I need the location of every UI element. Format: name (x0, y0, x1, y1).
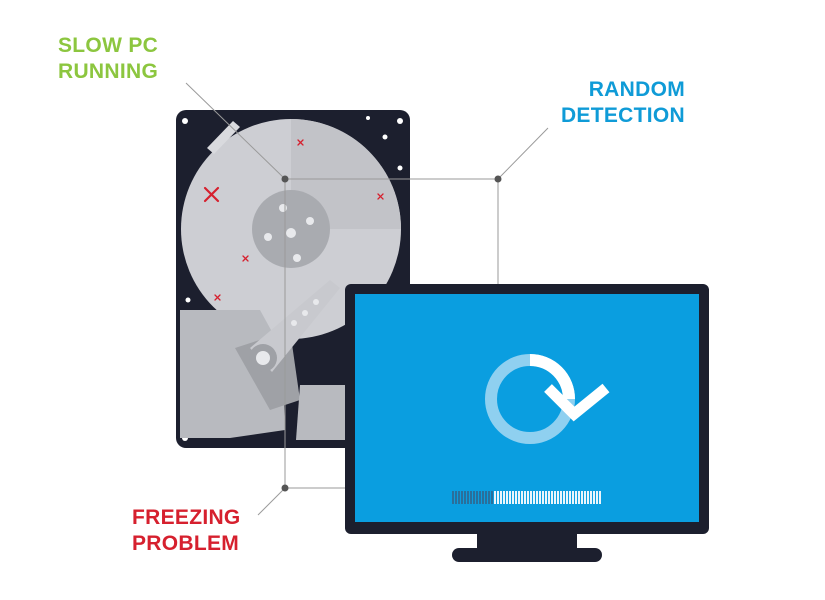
progress-segment-empty (590, 491, 592, 504)
progress-segment-filled (470, 491, 472, 504)
progress-segment-empty (500, 491, 502, 504)
magnet-top (207, 121, 240, 154)
progress-segment-filled (479, 491, 481, 504)
monitor-stand-base (452, 548, 602, 562)
slow-pc-line1: SLOW PC (58, 34, 159, 57)
progress-segment-empty (569, 491, 571, 504)
progress-segment-empty (578, 491, 580, 504)
progress-segment-empty (596, 491, 598, 504)
progress-segment-empty (521, 491, 523, 504)
progress-segment-empty (542, 491, 544, 504)
progress-segment-empty (539, 491, 541, 504)
progress-segment-empty (581, 491, 583, 504)
progress-segment-empty (527, 491, 529, 504)
random-detection-line2: DETECTION (560, 104, 685, 127)
progress-segment-empty (599, 491, 601, 504)
progress-segment-empty (503, 491, 505, 504)
progress-segment-filled (461, 491, 463, 504)
progress-segment-filled (452, 491, 454, 504)
progress-segment-empty (566, 491, 568, 504)
progress-segment-filled (476, 491, 478, 504)
slow-pc-running-label: SLOW PC RUNNING (58, 33, 158, 85)
progress-segment-empty (587, 491, 589, 504)
arm-holes (291, 299, 319, 326)
progress-segment-empty (575, 491, 577, 504)
progress-segment-empty (530, 491, 532, 504)
progress-segment-empty (560, 491, 562, 504)
progress-segment-empty (518, 491, 520, 504)
progress-bar (452, 491, 601, 504)
freezing-problem-label: FREEZING PROBLEM (132, 505, 241, 557)
progress-segment-empty (593, 491, 595, 504)
progress-segment-empty (554, 491, 556, 504)
progress-segment-filled (467, 491, 469, 504)
progress-segment-empty (506, 491, 508, 504)
progress-segment-filled (455, 491, 457, 504)
progress-segment-filled (491, 491, 493, 504)
progress-segment-empty (497, 491, 499, 504)
progress-segment-empty (557, 491, 559, 504)
connector-nodes (281, 175, 502, 492)
progress-segment-empty (563, 491, 565, 504)
monitor-stand-neck (477, 532, 577, 552)
monitor-screen (355, 294, 699, 522)
freezing-problem-line2: PROBLEM (132, 532, 240, 555)
progress-segment-filled (485, 491, 487, 504)
progress-segment-empty (584, 491, 586, 504)
progress-segment-filled (488, 491, 490, 504)
actuator-pivot-center (256, 351, 270, 365)
lower-block (296, 385, 348, 440)
progress-segment-empty (515, 491, 517, 504)
progress-segment-empty (512, 491, 514, 504)
slow-pc-line2: RUNNING (58, 60, 159, 83)
progress-segment-empty (548, 491, 550, 504)
progress-segment-empty (494, 491, 496, 504)
progress-segment-empty (509, 491, 511, 504)
progress-segment-empty (524, 491, 526, 504)
progress-segment-empty (572, 491, 574, 504)
error-marks (203, 139, 384, 301)
progress-segment-filled (458, 491, 460, 504)
hard-drive (176, 110, 410, 448)
random-detection-line1: RANDOM (588, 78, 685, 101)
progress-segment-empty (551, 491, 553, 504)
freezing-problem-line1: FREEZING (132, 506, 241, 529)
monitor (345, 284, 709, 562)
progress-segment-filled (473, 491, 475, 504)
progress-segment-empty (533, 491, 535, 504)
refresh-icon (485, 354, 610, 444)
random-detection-label: RANDOM DETECTION (545, 77, 685, 129)
progress-segment-empty (536, 491, 538, 504)
progress-segment-filled (482, 491, 484, 504)
progress-segment-filled (464, 491, 466, 504)
progress-segment-empty (545, 491, 547, 504)
